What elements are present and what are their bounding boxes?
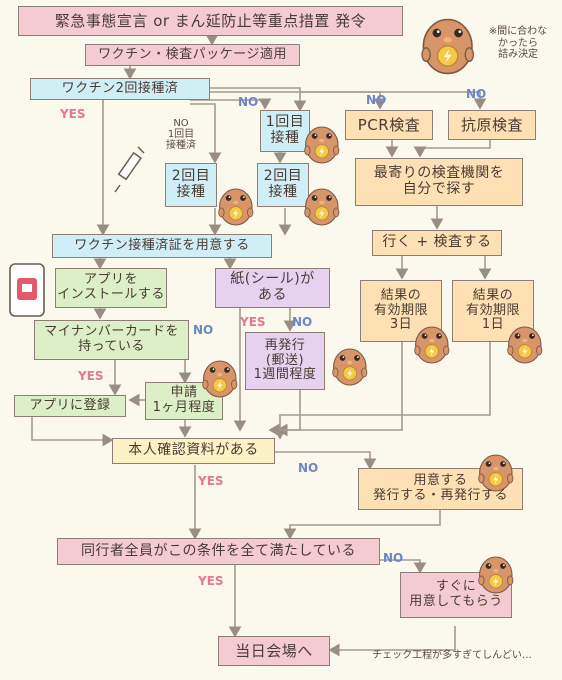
antigen-box: 抗原検査 [448, 110, 536, 140]
yes-label-paper: YES [240, 315, 266, 329]
mascot-icon [421, 18, 475, 75]
mascot-icon [218, 188, 254, 226]
no-label-id-docs: NO [298, 461, 319, 475]
pcr-box: PCR検査 [345, 110, 433, 140]
no-label-antigen: NO [466, 87, 487, 101]
vaccinated-box: ワクチン2回接種済 [30, 78, 210, 100]
second-dose-box-b: 2回目 接種 [257, 163, 309, 207]
package-box: ワクチン・検査パッケージ適用 [85, 44, 300, 66]
mascot-icon [507, 326, 543, 364]
go-test-box: 行く + 検査する [372, 230, 502, 256]
footer-note: チェック工程が多すぎてしんどい… [372, 650, 532, 661]
one-dose-box: 1回目 接種 [260, 110, 310, 152]
second-dose-box-a: 2回目 接種 [165, 163, 217, 207]
result-1day-box: 結果の 有効期限 1日 [452, 280, 534, 342]
no-label-paper: NO [292, 315, 313, 329]
yes-label-companions: YES [198, 574, 224, 588]
mascot-icon [332, 348, 368, 386]
mascot-icon [478, 454, 514, 492]
install-app-box: アプリを インストールする [55, 268, 167, 308]
register-app-box: アプリに登録 [14, 395, 126, 417]
yes-label-id-docs: YES [198, 474, 224, 488]
mascot-icon [478, 556, 514, 594]
mascot-icon [414, 326, 450, 364]
phone-app-icon [9, 263, 45, 317]
cert-box: ワクチン接種済証を用意する [52, 234, 272, 258]
syringe-icon [114, 146, 145, 193]
no-label-companions: NO [383, 551, 404, 565]
venue-box: 当日会場へ [218, 636, 330, 666]
no-label-one-dose: NO [238, 95, 259, 109]
mynumber-box: マイナンバーカードを 持っている [34, 320, 189, 360]
mascot-icon [202, 360, 238, 398]
result-3days-box: 結果の 有効期限 3日 [360, 280, 442, 342]
trigger-title-box: 緊急事態宣言 or まん延防止等重点措置 発令 [18, 6, 403, 36]
yes-label-mynumber: YES [78, 369, 104, 383]
no-label-pcr: NO [366, 93, 387, 107]
mascot-icon [304, 188, 340, 226]
paper-sticker-box: 紙(シール)が ある [215, 268, 330, 308]
no-label-one-dose-taken: NO 1回目 接種済 [166, 118, 196, 151]
reissue-box: 再発行 (郵送) 1週間程度 [245, 332, 325, 390]
id-docs-box: 本人確認資料がある [112, 438, 275, 464]
companions-box: 同行者全員がこの条件を全て満たしている [57, 538, 380, 565]
nearest-lab-box: 最寄りの検査機関を 自分で探す [355, 158, 523, 206]
no-label-mynumber: NO [193, 323, 214, 337]
yes-label-vaccinated: YES [60, 107, 86, 121]
mascot-icon [304, 126, 340, 164]
note-too-late: ※間に合わな かったら 詰み決定 [488, 26, 548, 60]
